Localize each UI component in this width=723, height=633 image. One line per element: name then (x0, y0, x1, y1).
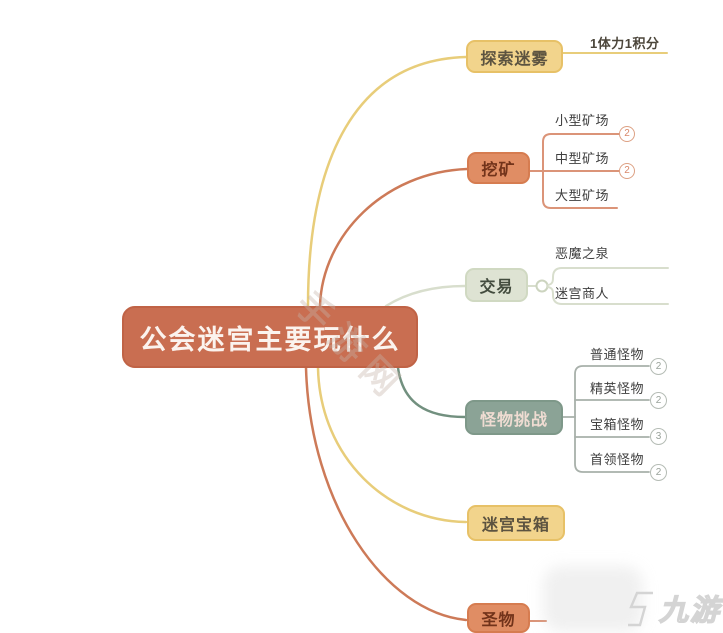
child-node-mid-mine[interactable]: 中型矿场 (555, 151, 610, 166)
badge-mid-mine-count[interactable]: 2 (619, 163, 635, 179)
branch-label-monster-challenge: 怪物挑战 (479, 411, 548, 429)
branch-label-trade: 交易 (479, 279, 514, 296)
badge-elite-monster-count[interactable]: 2 (650, 392, 667, 409)
badge-small-mine-count[interactable]: 2 (619, 126, 635, 142)
child-node-chest-monster[interactable]: 宝箱怪物 (590, 417, 645, 432)
branch-label-mining: 挖矿 (481, 162, 516, 179)
child-node-maze-merchant[interactable]: 迷宫商人 (555, 286, 610, 301)
blurred-region (543, 566, 643, 632)
badge-boss-monster-count[interactable]: 2 (650, 464, 667, 481)
badge-normal-monster-count[interactable]: 2 (650, 358, 667, 375)
central-topic-label: 公会迷宫主要玩什么 (139, 324, 401, 355)
branch-label-holy-relic: 圣物 (481, 612, 516, 629)
branch-label-maze-chest: 迷宫宝箱 (481, 517, 550, 534)
branch-node-trade[interactable]: 交易 (465, 268, 528, 302)
child-node-stamina-point[interactable]: 1体力1积分 (590, 36, 660, 51)
child-node-devil-spring[interactable]: 恶魔之泉 (555, 246, 610, 261)
central-topic-node[interactable]: 公会迷宫主要玩什么 (122, 306, 418, 368)
underline-devil-spring (547, 267, 669, 286)
child-node-small-mine[interactable]: 小型矿场 (555, 113, 610, 128)
child-node-normal-monster[interactable]: 普通怪物 (590, 347, 645, 362)
link-trade (384, 284, 467, 308)
trade-collapse-circle[interactable] (535, 279, 549, 293)
child-node-large-mine[interactable]: 大型矿场 (555, 188, 610, 203)
underline-boss-monster (574, 416, 650, 473)
link-mining (318, 167, 469, 308)
branch-label-explore-fog: 探索迷雾 (480, 50, 549, 68)
underline-normal-monster (574, 365, 650, 418)
branch-node-mining[interactable]: 挖矿 (467, 152, 530, 184)
link-chest (316, 366, 468, 524)
link-relic (304, 366, 468, 622)
branch-node-maze-chest[interactable]: 迷宫宝箱 (467, 505, 565, 541)
underline-maze-merchant (547, 286, 669, 305)
link-monster (396, 366, 467, 419)
underline-small-mine (542, 133, 620, 172)
underline-large-mine (542, 170, 618, 209)
branch-node-explore-fog[interactable]: 探索迷雾 (466, 40, 563, 73)
child-node-boss-monster[interactable]: 首领怪物 (590, 452, 645, 467)
badge-chest-monster-count[interactable]: 3 (650, 428, 667, 445)
branch-node-holy-relic[interactable]: 圣物 (467, 603, 530, 633)
child-node-elite-monster[interactable]: 精英怪物 (590, 381, 645, 396)
branch-node-monster-challenge[interactable]: 怪物挑战 (465, 400, 563, 435)
link-explore (306, 55, 468, 308)
